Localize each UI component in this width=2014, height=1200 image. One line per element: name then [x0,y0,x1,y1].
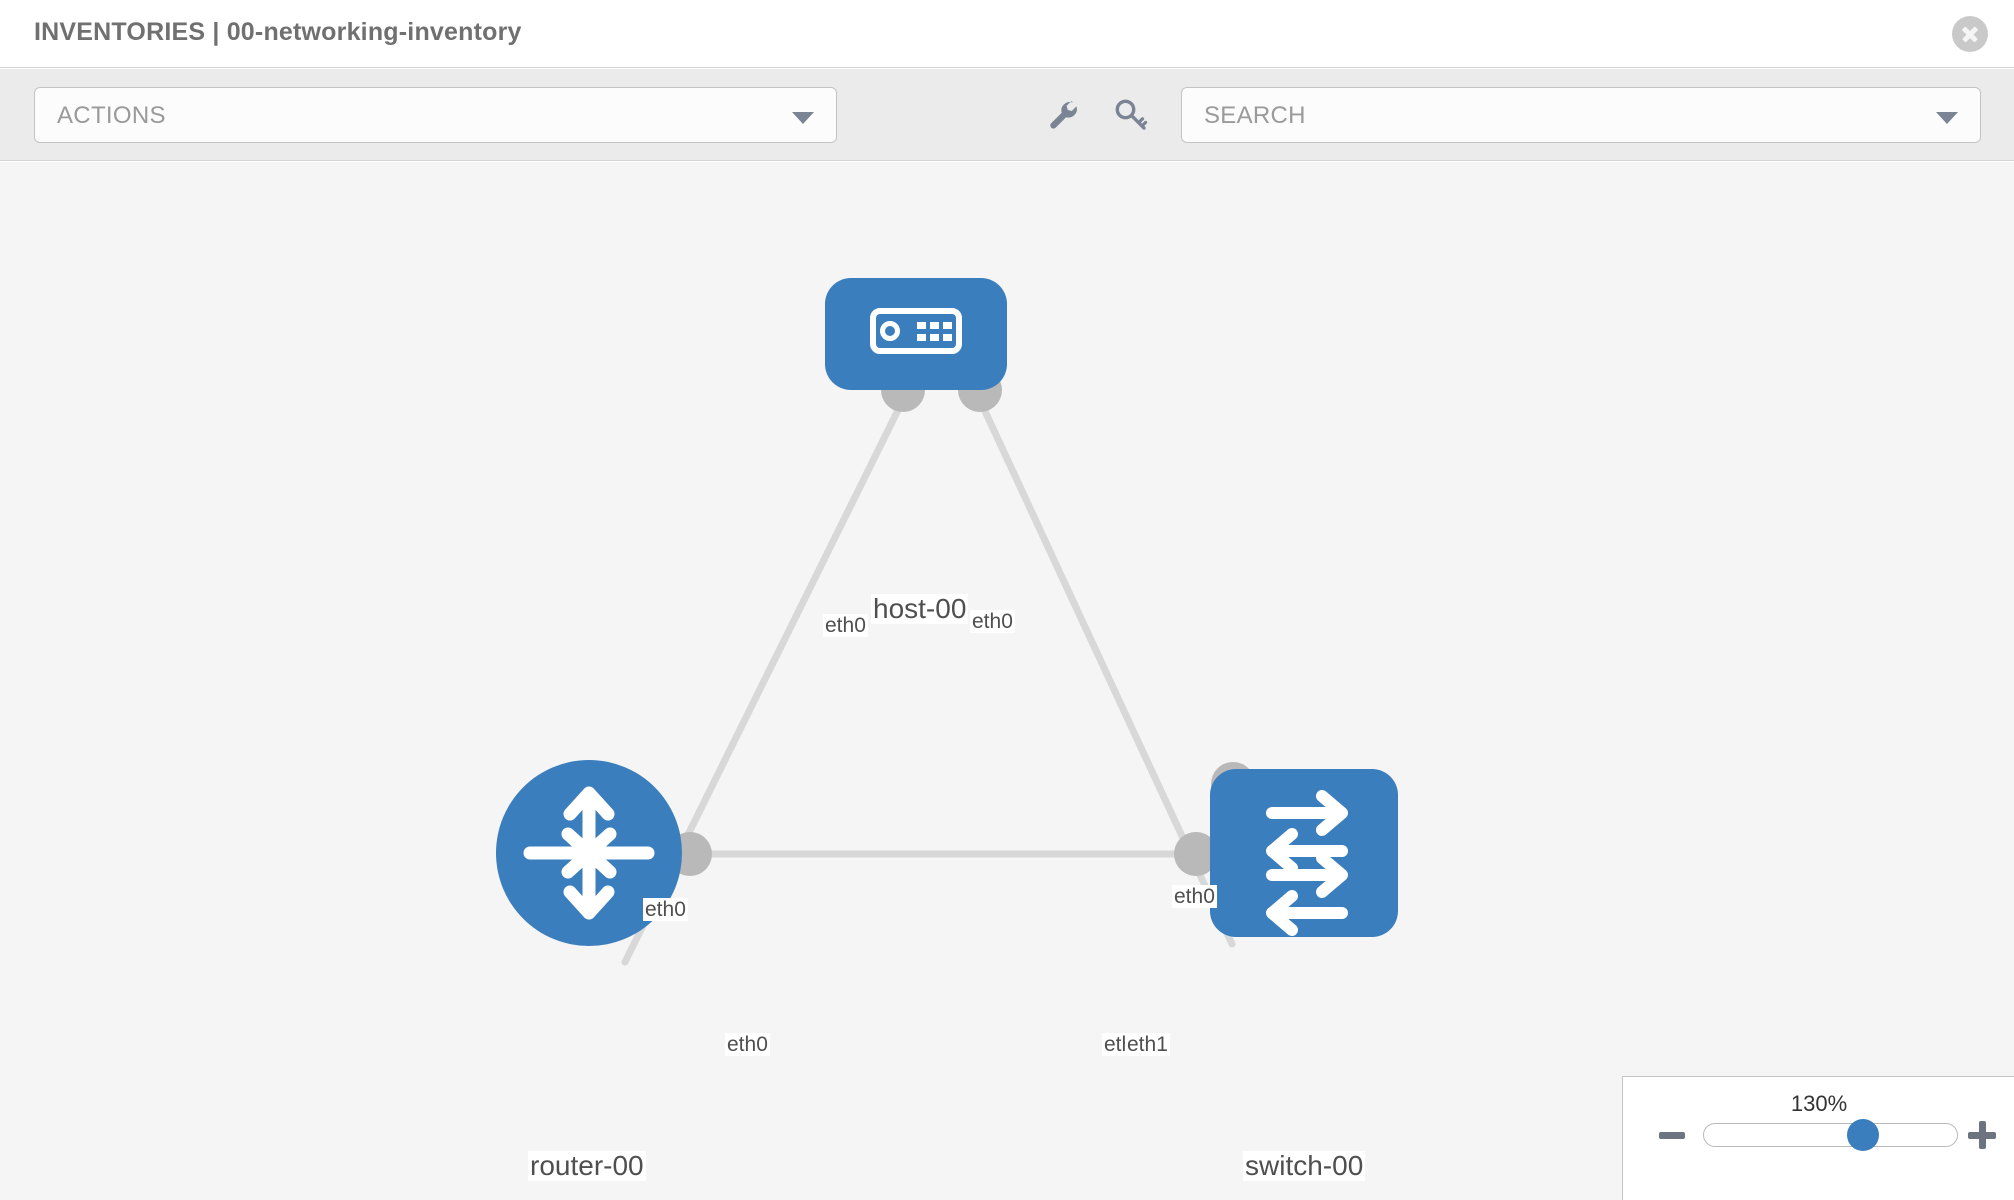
search-input[interactable]: SEARCH [1181,87,1981,143]
zoom-slider-track[interactable] [1703,1123,1958,1147]
zoom-slider-thumb[interactable] [1847,1119,1879,1151]
iface-label: eth0 [643,898,688,922]
key-icon[interactable] [1111,95,1151,135]
zoom-percent-label: 130% [1790,1091,1848,1116]
toolbar: ACTIONS SEARCH [0,69,2014,161]
search-chevron-down-icon[interactable] [1936,112,1958,124]
node-label-switch-00: switch-00 [1243,1150,1366,1182]
node-label-host-00: host-00 [871,593,969,625]
node-label-router-00: router-00 [528,1150,646,1182]
node-host-00[interactable] [825,278,1007,390]
zoom-in-button[interactable] [1968,1121,1996,1149]
search-placeholder: SEARCH [1204,102,1306,129]
chevron-down-icon [792,112,814,124]
topology-canvas[interactable]: eth0 eth0 eth0 eth0 eth0 eth eth1 host-0… [0,162,2014,1200]
close-icon[interactable] [1952,16,1988,52]
zoom-out-button[interactable] [1659,1132,1685,1139]
iface-label: eth0 [725,1033,770,1057]
node-switch-00[interactable] [1210,769,1398,937]
breadcrumb: INVENTORIES | 00-networking-inventory [34,18,522,46]
iface-label: eth0 [1172,885,1217,909]
zoom-control-panel[interactable]: 130% [1622,1076,2014,1200]
actions-dropdown-label: ACTIONS [57,102,166,129]
topology-links [621,392,1236,966]
endpoint-switch-left [1174,832,1218,876]
iface-label: eth1 [1125,1033,1170,1057]
actions-dropdown[interactable]: ACTIONS [34,87,837,143]
wrench-icon[interactable] [1043,95,1083,135]
iface-label: eth0 [970,610,1015,634]
page-header: INVENTORIES | 00-networking-inventory [0,0,2014,68]
node-router-00[interactable] [496,760,682,946]
topology-graph[interactable] [0,162,2014,1200]
iface-label: eth0 [823,614,868,638]
